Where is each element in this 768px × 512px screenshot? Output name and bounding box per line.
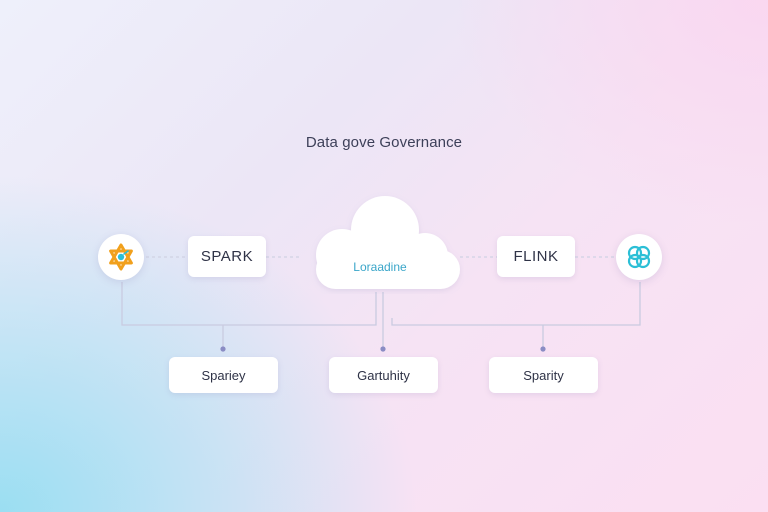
sub-node-left-label: Spariey — [201, 367, 246, 383]
cloud-label: Loraadine — [353, 260, 407, 274]
flink-node[interactable]: FLINK — [497, 236, 575, 277]
flink-node-label: FLINK — [513, 248, 559, 265]
bracket-left — [121, 282, 377, 326]
spark-star-icon — [109, 243, 133, 271]
sub-node-right[interactable]: Sparity — [489, 357, 598, 393]
diagram-title: Data gove Governance — [305, 134, 463, 151]
sub-node-center-label: Gartuhity — [357, 367, 410, 383]
cloud-node[interactable]: Loraadine — [296, 190, 464, 294]
sub-node-left[interactable]: Spariey — [169, 357, 278, 393]
junction-dot-right — [540, 346, 546, 352]
spark-node-label: SPARK — [200, 248, 254, 265]
sub-node-right-label: Sparity — [523, 367, 564, 383]
cloud-icon — [316, 196, 460, 289]
junction-dot-center — [380, 346, 386, 352]
sub-node-center[interactable]: Gartuhity — [329, 357, 438, 393]
junction-dot-left — [220, 346, 226, 352]
flink-knot-icon — [627, 245, 651, 269]
flink-icon-node[interactable] — [616, 234, 662, 280]
spark-node[interactable]: SPARK — [188, 236, 266, 277]
bracket-right — [391, 282, 641, 326]
spark-icon-node[interactable] — [98, 234, 144, 280]
